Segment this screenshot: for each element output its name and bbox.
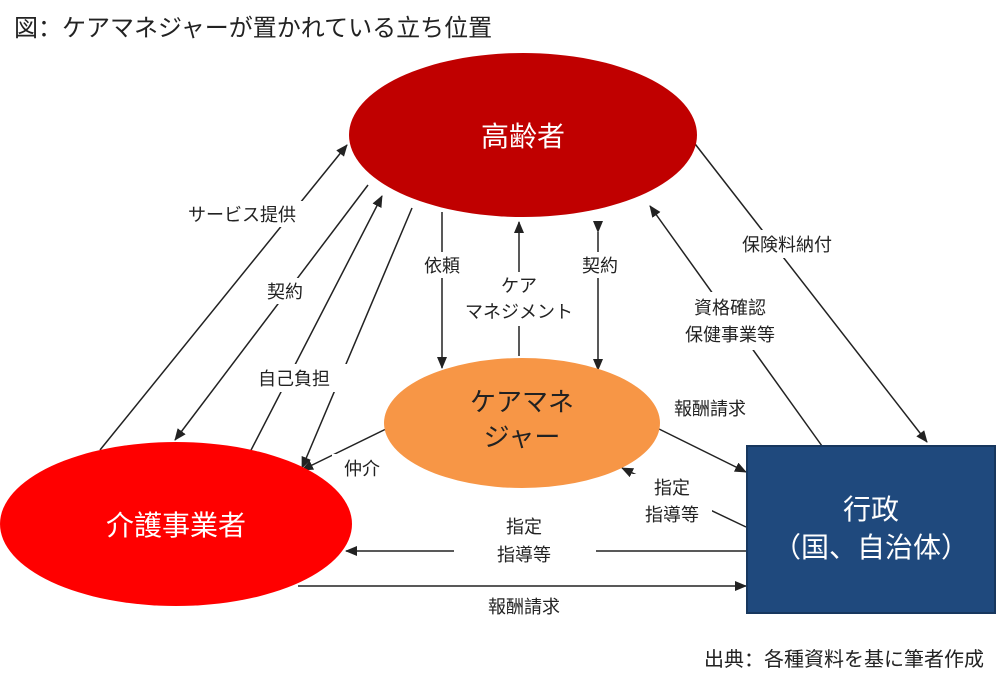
government-node xyxy=(746,445,996,614)
label-designation-cm-line2: 指導等 xyxy=(645,505,699,526)
label-fee-claim-prov: 報酬請求 xyxy=(488,597,560,618)
label-care-management-line1: ケア xyxy=(501,276,537,297)
arrow-contract-left xyxy=(174,184,369,441)
label-care-management-line2: マネジメント xyxy=(465,302,573,323)
government-label-line2: （国、自治体） xyxy=(773,531,969,564)
arrow-copay xyxy=(247,195,383,457)
provider-node xyxy=(0,442,352,606)
label-mediation: 仲介 xyxy=(344,459,380,480)
label-contract-right: 契約 xyxy=(582,256,618,277)
care-manager-label-line2: ジャー xyxy=(484,423,561,453)
care-manager-node xyxy=(384,358,660,488)
label-designation-prov-line1: 指定 xyxy=(506,517,542,538)
arrow-premium xyxy=(691,139,928,443)
label-copay: 自己負担 xyxy=(258,369,330,390)
arrow-elderly-to-provider xyxy=(301,207,413,469)
label-premium: 保険料納付 xyxy=(742,235,832,256)
label-service: サービス提供 xyxy=(188,205,296,226)
arrow-mediation xyxy=(301,427,389,471)
government-label-line1: 行政 xyxy=(843,493,899,526)
label-contract-left: 契約 xyxy=(267,282,303,303)
care-manager-label-line1: ケアマネ xyxy=(470,388,574,418)
label-request: 依頼 xyxy=(424,256,460,277)
provider-label: 介護事業者 xyxy=(106,509,246,542)
figure-title: 図：ケアマネジャーが置かれている立ち位置 xyxy=(14,14,492,42)
elderly-node xyxy=(349,53,697,217)
arrow-fee-claim-cm xyxy=(656,427,747,473)
source-note: 出典：各種資料を基に筆者作成 xyxy=(704,647,984,671)
label-qualification-line2: 保健事業等 xyxy=(685,325,775,346)
elderly-label: 高齢者 xyxy=(481,120,565,153)
label-fee-claim-cm: 報酬請求 xyxy=(674,399,746,420)
label-qualification-line1: 資格確認 xyxy=(694,298,766,319)
arrow-service xyxy=(99,144,348,451)
label-designation-prov-line2: 指導等 xyxy=(497,545,551,566)
label-designation-cm-line1: 指定 xyxy=(654,478,690,499)
